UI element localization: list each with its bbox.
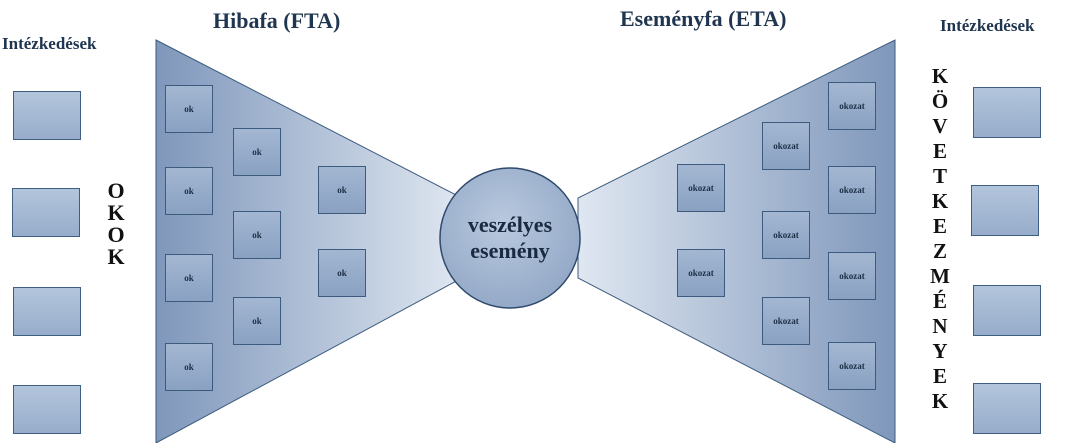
cause-box: ok <box>165 254 213 302</box>
event-tree-funnel <box>577 39 896 443</box>
left-measure-box <box>12 188 80 237</box>
causes-vertical-label: O K O K <box>103 180 129 268</box>
hazardous-event-line2: esemény <box>470 238 550 263</box>
right-measure-box <box>973 87 1041 138</box>
consequences-letter: K <box>931 389 949 413</box>
cause-box: ok <box>165 343 213 391</box>
causes-letter: O <box>107 178 125 203</box>
cause-box: ok <box>165 167 213 215</box>
effect-box: okozat <box>762 122 810 170</box>
event-tree-title: Eseményfa (ETA) <box>620 6 787 31</box>
effect-box: okozat <box>828 342 876 390</box>
hazardous-event-line1: veszélyes <box>467 212 553 237</box>
cause-box: ok <box>165 85 213 133</box>
effect-box: okozat <box>828 252 876 300</box>
consequences-letter: Ö <box>931 89 949 113</box>
consequences-letter: M <box>930 264 950 288</box>
cause-box: ok <box>233 297 281 345</box>
consequences-letter: Y <box>932 339 948 363</box>
effect-box: okozat <box>762 297 810 345</box>
consequences-vertical-label: K Ö V E T K E Z M É N Y E K <box>926 64 954 414</box>
right-measure-box <box>973 383 1041 434</box>
consequences-letter: Z <box>932 239 947 263</box>
consequences-letter: E <box>932 364 947 388</box>
effect-box: okozat <box>677 164 725 212</box>
fault-tree-title: Hibafa (FTA) <box>213 8 341 33</box>
left-measure-box <box>13 385 81 434</box>
causes-letter: K <box>107 200 125 225</box>
effect-box: okozat <box>677 249 725 297</box>
left-measure-box <box>13 287 81 336</box>
left-measure-box <box>13 91 81 140</box>
hazardous-event-label: veszélyes esemény <box>440 212 580 264</box>
consequences-letter: E <box>932 214 947 238</box>
consequences-letter: K <box>931 189 949 213</box>
cause-box: ok <box>318 249 366 297</box>
cause-box: ok <box>318 166 366 214</box>
causes-letter: K <box>107 244 125 269</box>
cause-box: ok <box>233 128 281 176</box>
left-measures-title: Intézkedések <box>2 34 97 53</box>
hazardous-event-circle <box>439 167 581 309</box>
right-measure-box <box>971 185 1039 236</box>
right-measure-box <box>973 285 1041 336</box>
effect-box: okozat <box>762 211 810 259</box>
consequences-letter: V <box>932 114 948 138</box>
consequences-letter: T <box>932 164 947 188</box>
causes-letter: O <box>107 222 125 247</box>
consequences-letter: E <box>932 139 947 163</box>
effect-box: okozat <box>828 82 876 130</box>
effect-box: okozat <box>828 166 876 214</box>
cause-box: ok <box>233 211 281 259</box>
consequences-letter: K <box>931 64 949 88</box>
right-measures-title: Intézkedések <box>940 16 1035 35</box>
consequences-letter: N <box>932 314 948 338</box>
consequences-letter: É <box>932 289 947 313</box>
